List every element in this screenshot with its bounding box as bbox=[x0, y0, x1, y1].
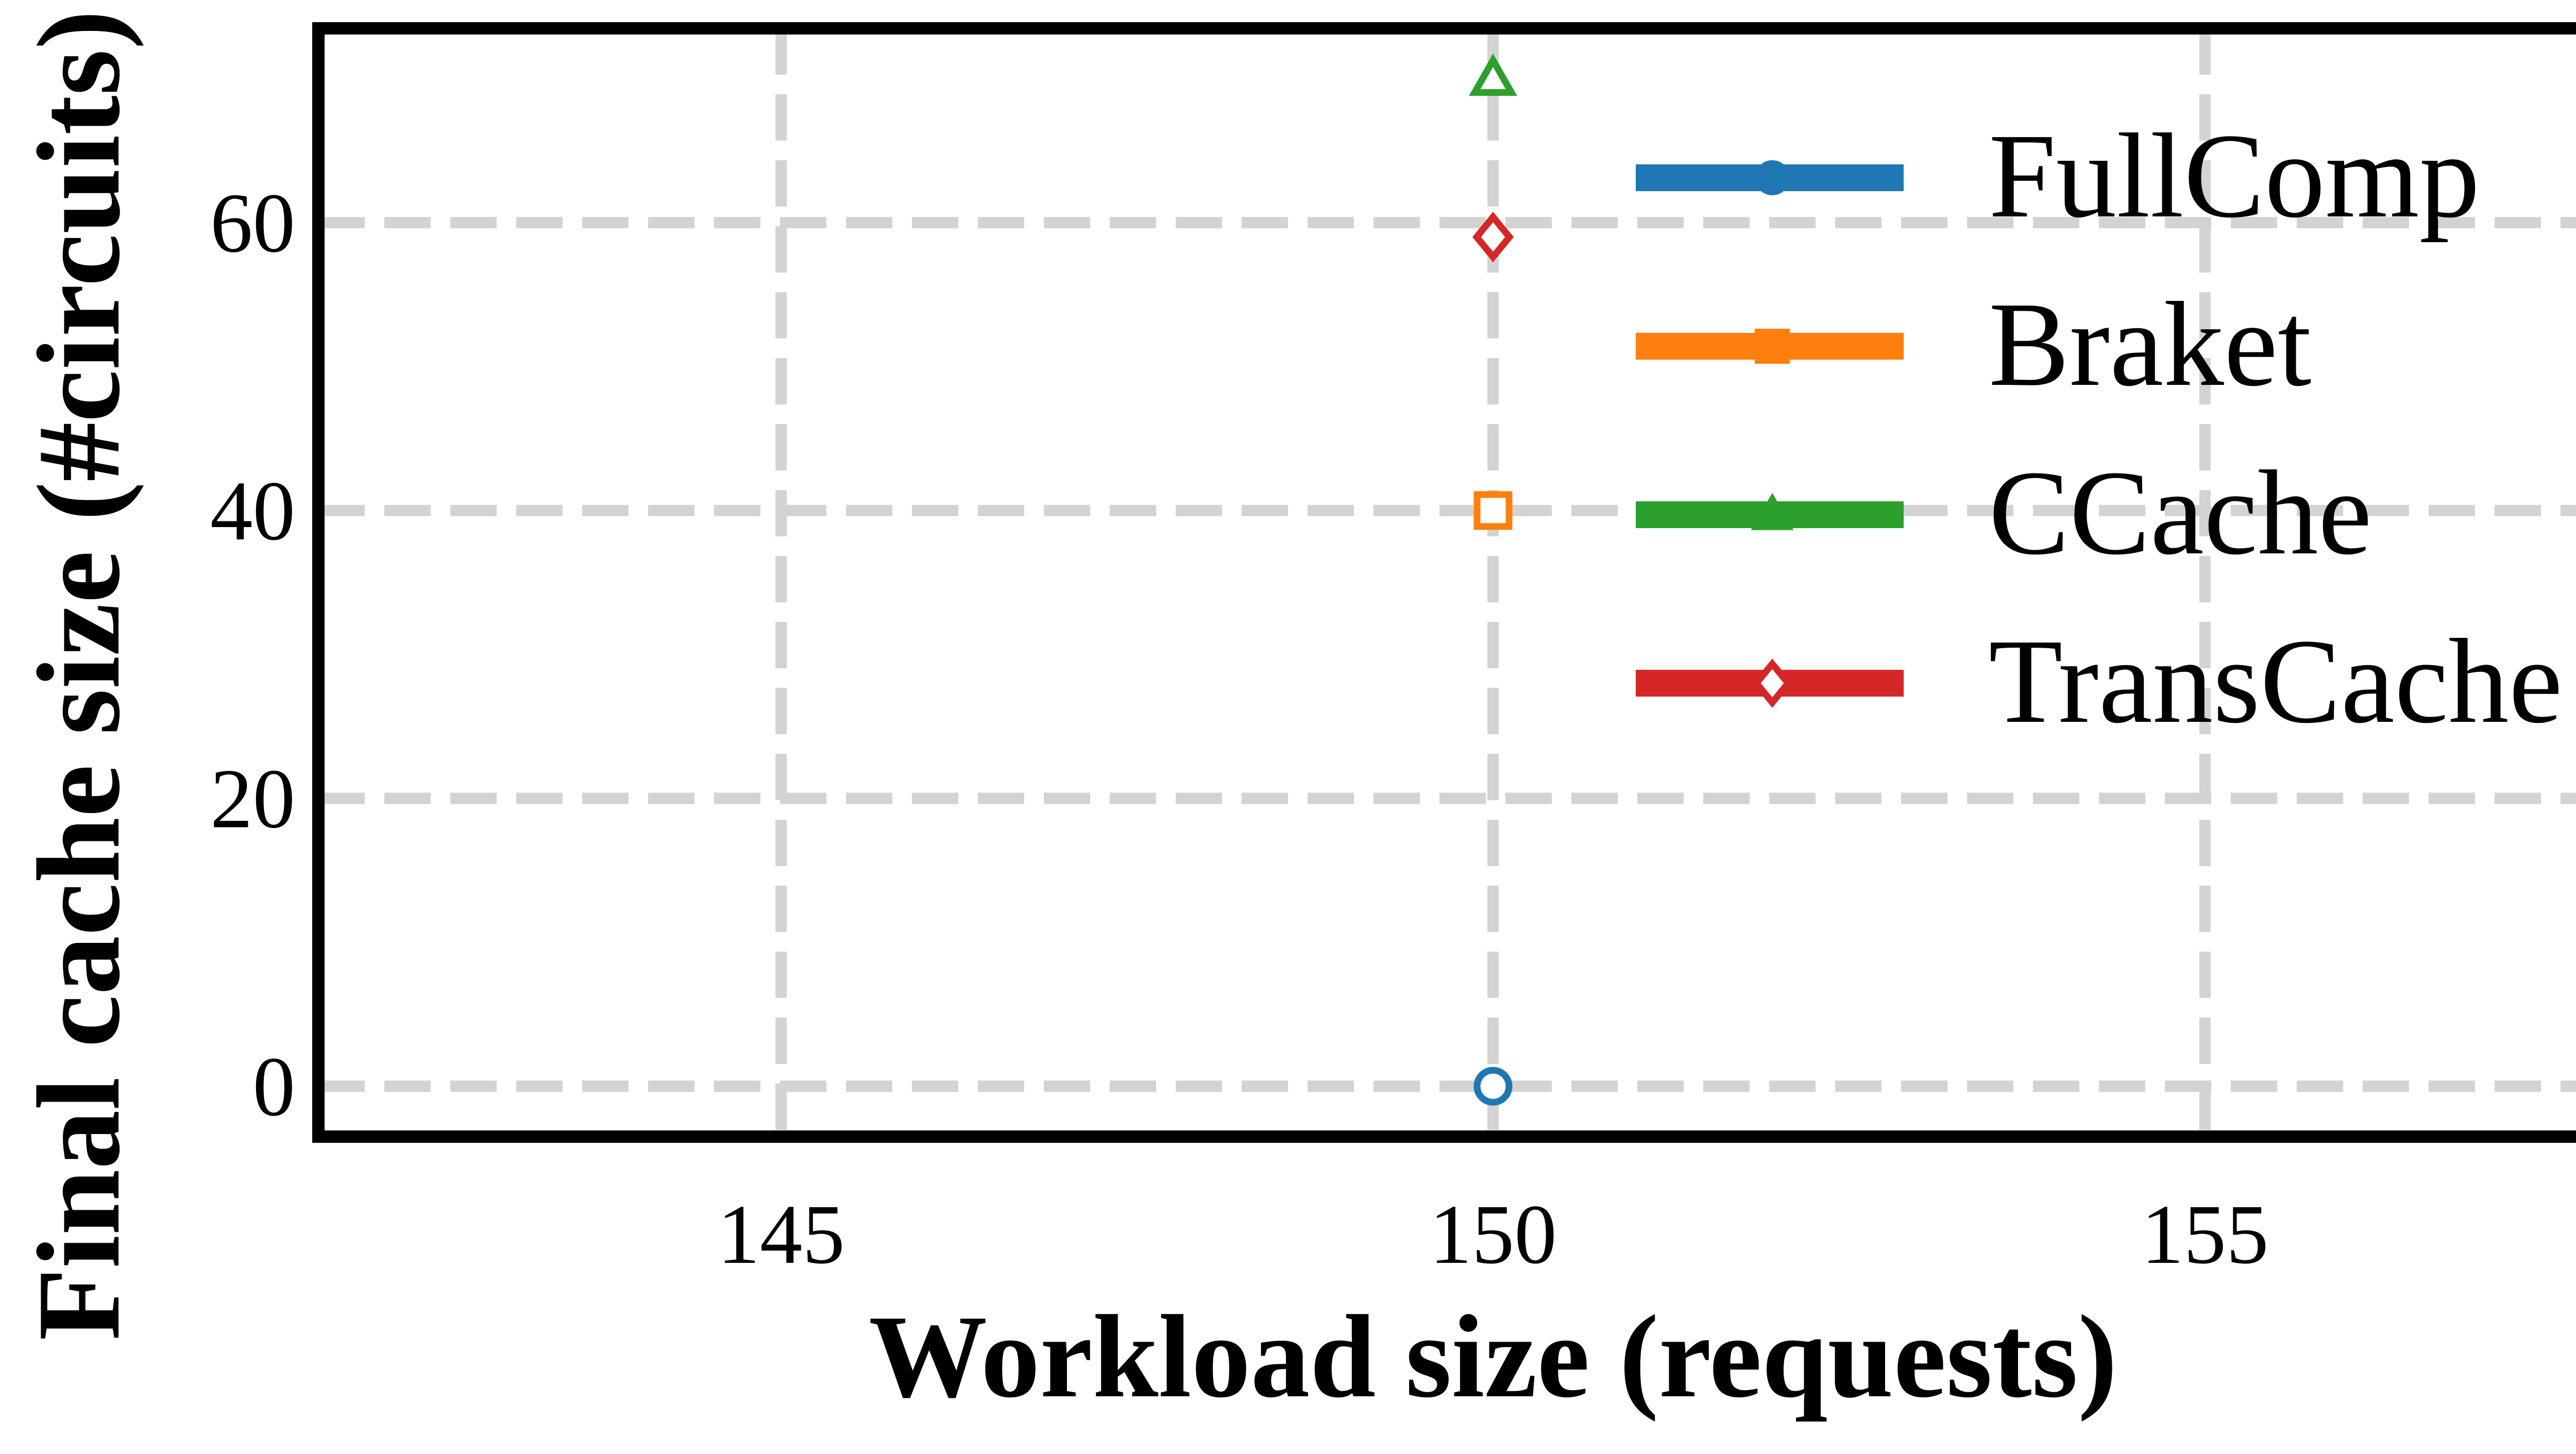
x-axis-label: Workload size (requests) bbox=[869, 1291, 2117, 1422]
x-tick-label: 145 bbox=[717, 1187, 845, 1281]
grid-lines bbox=[318, 28, 2576, 1137]
legend-label: CCache bbox=[1989, 446, 2372, 580]
y-tick-label: 0 bbox=[253, 1039, 296, 1134]
y-tick-label: 60 bbox=[210, 176, 295, 270]
tick-labels: 145 150 155 0 20 40 60 bbox=[210, 176, 2269, 1281]
plot-frame bbox=[312, 22, 2576, 1143]
legend-label: Braket bbox=[1989, 277, 2311, 411]
y-tick-label: 20 bbox=[210, 752, 295, 846]
data-point-transcache bbox=[1472, 212, 1514, 263]
legend-label: TransCache bbox=[1989, 614, 2563, 748]
data-point-fullcomp bbox=[1473, 1067, 1513, 1106]
legend-label: FullComp bbox=[1989, 109, 2480, 243]
legend-item-transcache: TransCache bbox=[1636, 614, 2563, 748]
data-point-ccache bbox=[1469, 54, 1517, 96]
y-tick-label: 40 bbox=[210, 464, 295, 558]
legend-item-fullcomp: FullComp bbox=[1636, 109, 2480, 243]
data-point-braket bbox=[1473, 491, 1513, 530]
x-tick-label: 150 bbox=[1429, 1187, 1557, 1281]
legend-marker bbox=[1755, 160, 1790, 195]
legend-item-braket: Braket bbox=[1636, 277, 2311, 411]
y-axis-label: Final cache size (#circuits) bbox=[13, 10, 144, 1341]
x-tick-label: 155 bbox=[2141, 1187, 2269, 1281]
legend-marker bbox=[1751, 493, 1794, 530]
data-points bbox=[1469, 54, 1517, 1106]
legend-marker bbox=[1755, 329, 1790, 364]
legend-marker bbox=[1752, 658, 1793, 708]
legend-item-ccache: CCache bbox=[1636, 446, 2372, 580]
